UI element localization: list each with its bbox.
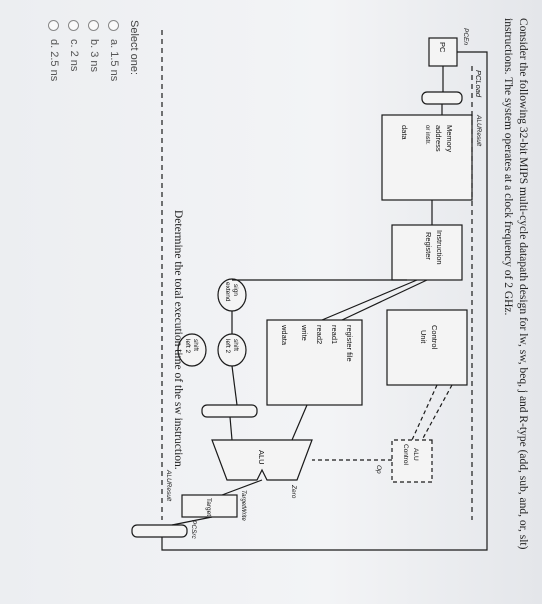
op-signal: Op — [375, 465, 382, 474]
memory-label-1: Memory — [445, 125, 454, 152]
option-c-letter: c. — [68, 39, 80, 48]
answer-options: a. 1.5 ns b. 3 ns c. 2 ns d. 2.5 ns — [44, 20, 124, 81]
targetwrite-signal: TargetWrite — [240, 490, 246, 521]
alusrcb-mux — [201, 404, 258, 418]
regfile-wdata: wdata — [280, 324, 289, 346]
memory-label-3: or instr. — [424, 125, 430, 145]
control-unit-block — [386, 309, 468, 386]
ir-label-1: Instruction — [435, 230, 444, 265]
target-label: Target — [205, 498, 212, 516]
radio-d[interactable] — [48, 20, 60, 31]
select-one-label: Select one: — [128, 20, 140, 76]
regfile-read2: read2 — [315, 325, 324, 344]
sign-extend-label-2: extend — [224, 282, 231, 302]
sign-extend-label-1: sign — [232, 284, 239, 296]
radio-a[interactable] — [108, 20, 120, 31]
option-b-text: 3 ns — [88, 51, 100, 73]
pc-label: PC — [438, 42, 447, 53]
shift-b-label-1: shift — [192, 339, 199, 351]
datapath-diagram: PC Memory address or instr. data Instruc… — [131, 28, 488, 551]
pcen-signal: PCEn — [462, 28, 469, 45]
aluresult-bottom-signal: ALUResult — [165, 469, 172, 502]
pcload-signal: PCLoad — [474, 70, 483, 98]
iord-mux — [421, 91, 463, 105]
option-a-letter: a. — [108, 39, 120, 49]
option-a-text: 1.5 ns — [108, 51, 120, 82]
register-file-block — [266, 319, 363, 406]
option-c-text: 2 ns — [68, 50, 80, 72]
question-text: Consider the following 32-bit MIPS multi… — [502, 18, 529, 550]
alu-control-label-1: ALU — [412, 448, 419, 461]
zero-signal: Zero — [290, 484, 297, 499]
question-prompt: Determine the total execution time of th… — [172, 210, 184, 470]
regfile-label: register file — [345, 325, 354, 362]
alu-block — [211, 439, 313, 481]
option-a[interactable]: a. 1.5 ns — [104, 20, 124, 81]
shift-a-label-2: left 2 — [224, 339, 231, 353]
ir-label-2: Register — [424, 232, 433, 260]
pcsrc-signal: PCSrc — [190, 520, 197, 540]
option-d-letter: d. — [48, 39, 60, 49]
radio-c[interactable] — [68, 20, 80, 31]
regfile-write: write — [300, 324, 309, 341]
alu-label: ALU — [257, 450, 266, 465]
alu-control-block — [391, 439, 433, 483]
option-b[interactable]: b. 3 ns — [84, 20, 104, 81]
pcsource-mux — [131, 524, 188, 538]
shift-a-label-1: shift — [232, 339, 239, 351]
option-c[interactable]: c. 2 ns — [64, 20, 84, 81]
option-d-text: 2.5 ns — [48, 51, 60, 82]
regfile-read1: read1 — [330, 325, 339, 344]
option-d[interactable]: d. 2.5 ns — [44, 20, 64, 81]
control-label-1: Control — [430, 325, 439, 350]
shift-left-2b-block — [177, 333, 207, 367]
control-label-2: Unit — [419, 330, 428, 344]
radio-b[interactable] — [88, 20, 100, 31]
aluresult-top-signal: ALUResult — [475, 114, 482, 147]
option-b-letter: b. — [88, 39, 100, 49]
alu-control-label-2: Control — [402, 444, 409, 466]
shift-b-label-2: left 2 — [184, 339, 191, 353]
memory-data-label: data — [400, 125, 409, 140]
memory-label-2: address — [434, 125, 443, 152]
